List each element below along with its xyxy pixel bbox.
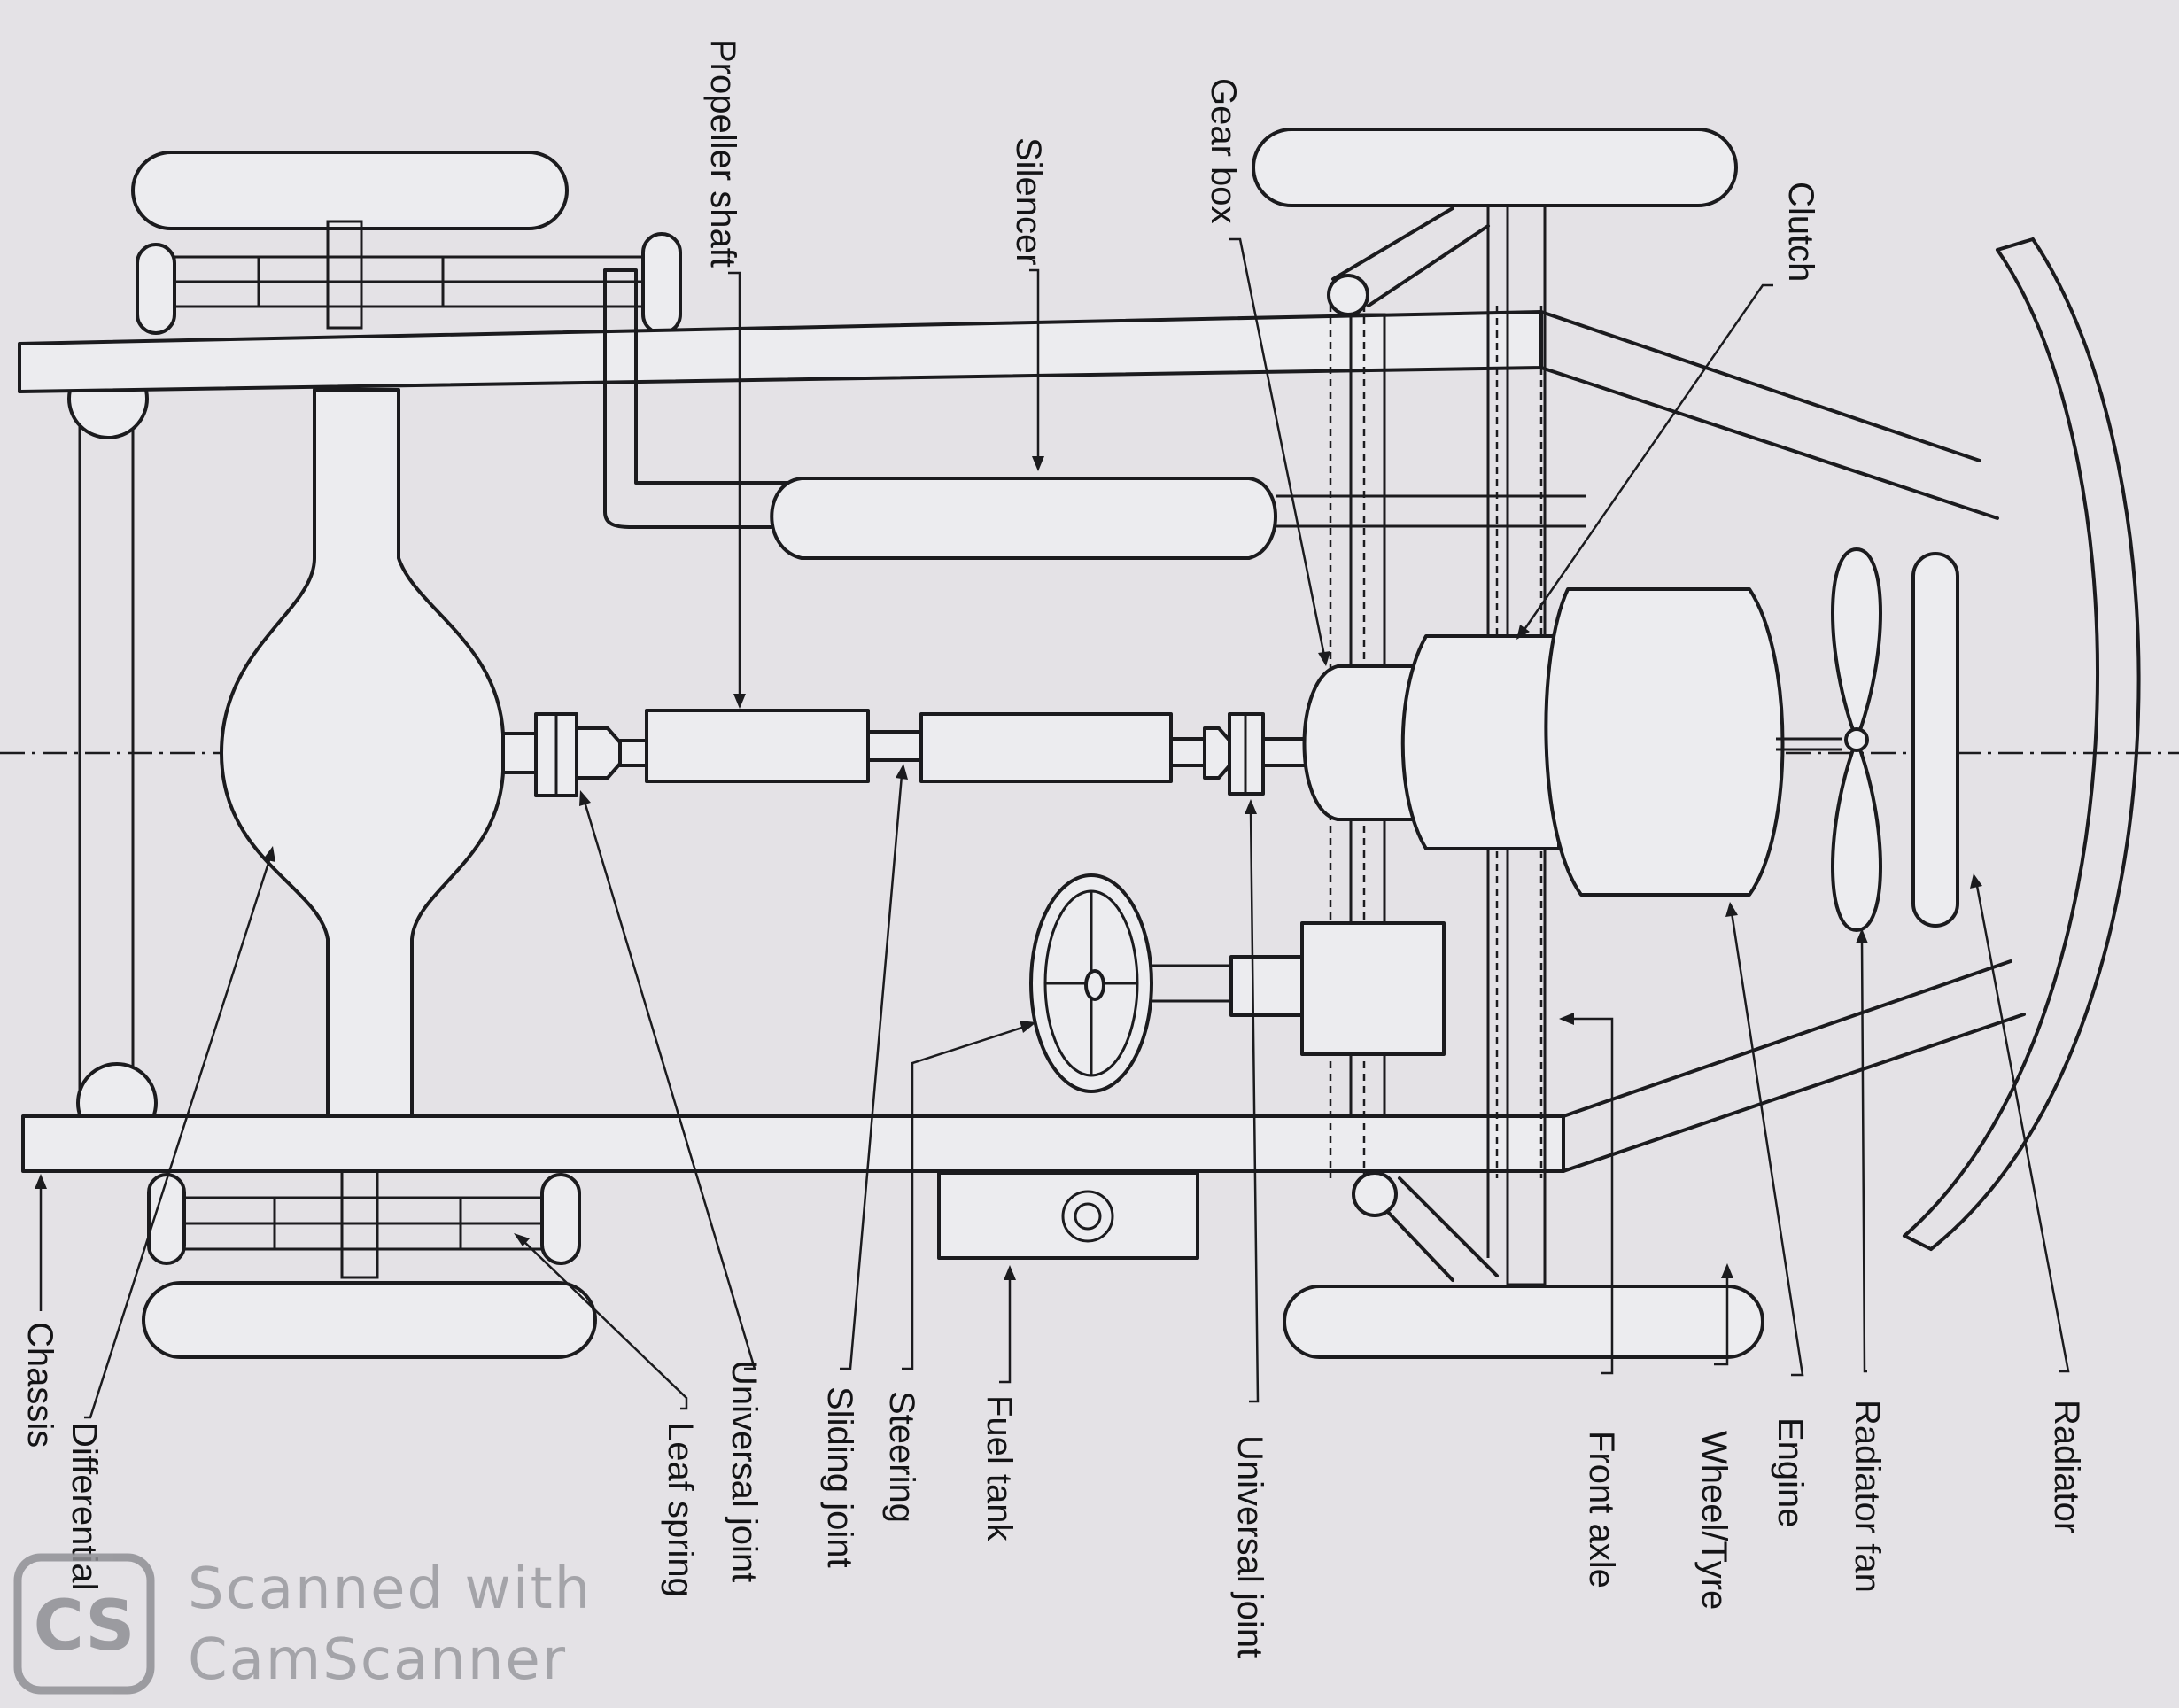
radiator-fan xyxy=(1776,547,1882,932)
label-radiator-fan: Radiator fan xyxy=(1848,1400,1887,1593)
camscanner-logo-icon xyxy=(13,1553,155,1695)
drive-line xyxy=(501,709,1309,797)
label-differential: Differential xyxy=(65,1422,104,1590)
differential-housing xyxy=(220,388,506,1118)
wheel-front-top xyxy=(1252,128,1738,207)
label-wheel-tyre: Wheel/Tyre xyxy=(1694,1431,1733,1610)
watermark-line-1: Scanned with xyxy=(188,1557,592,1622)
label-chassis: Chassis xyxy=(20,1322,59,1448)
silencer xyxy=(603,268,1586,560)
camscanner-logo-text: CS xyxy=(34,1587,136,1666)
wheel-front-bottom xyxy=(1283,1285,1764,1359)
label-fuel-tank: Fuel tank xyxy=(980,1395,1019,1542)
watermark-line-2: CamScanner xyxy=(188,1627,567,1693)
label-universal-joint-front: Universal joint xyxy=(1230,1435,1269,1658)
label-steering: Steering xyxy=(882,1391,921,1523)
rear-axle-cross-member xyxy=(67,358,158,1144)
wheel-rear-top xyxy=(131,151,569,230)
label-silencer: Silencer xyxy=(1009,137,1048,266)
label-sliding-joint: Sliding joint xyxy=(820,1386,859,1568)
radiator-frame xyxy=(1903,237,2141,1251)
label-gear-box: Gear box xyxy=(1204,78,1243,224)
camscanner-watermark: CS Scanned with CamScanner xyxy=(13,1553,592,1695)
engine-block xyxy=(1544,587,1785,897)
radiator-core xyxy=(1911,552,1959,928)
label-universal-joint-rear: Universal joint xyxy=(725,1360,764,1582)
label-propeller-shaft: Propeller shaft xyxy=(703,39,742,268)
clutch-housing xyxy=(1400,634,1561,850)
chassis-frame xyxy=(18,310,2026,1173)
gear-box xyxy=(1302,664,1419,821)
label-radiator: Radiator xyxy=(2047,1400,2086,1533)
steering-assembly xyxy=(1029,873,1446,1093)
label-clutch: Clutch xyxy=(1781,182,1820,282)
leaf-spring-bottom xyxy=(147,1169,581,1279)
label-front-axle: Front axle xyxy=(1582,1431,1621,1588)
fuel-tank xyxy=(937,1171,1199,1260)
label-engine: Engine xyxy=(1771,1417,1810,1528)
leader-lines xyxy=(35,237,2070,1419)
leaf-spring-top xyxy=(136,220,682,335)
wheel-rear-bottom xyxy=(142,1281,597,1359)
label-leaf-spring: Leaf spring xyxy=(661,1422,700,1597)
